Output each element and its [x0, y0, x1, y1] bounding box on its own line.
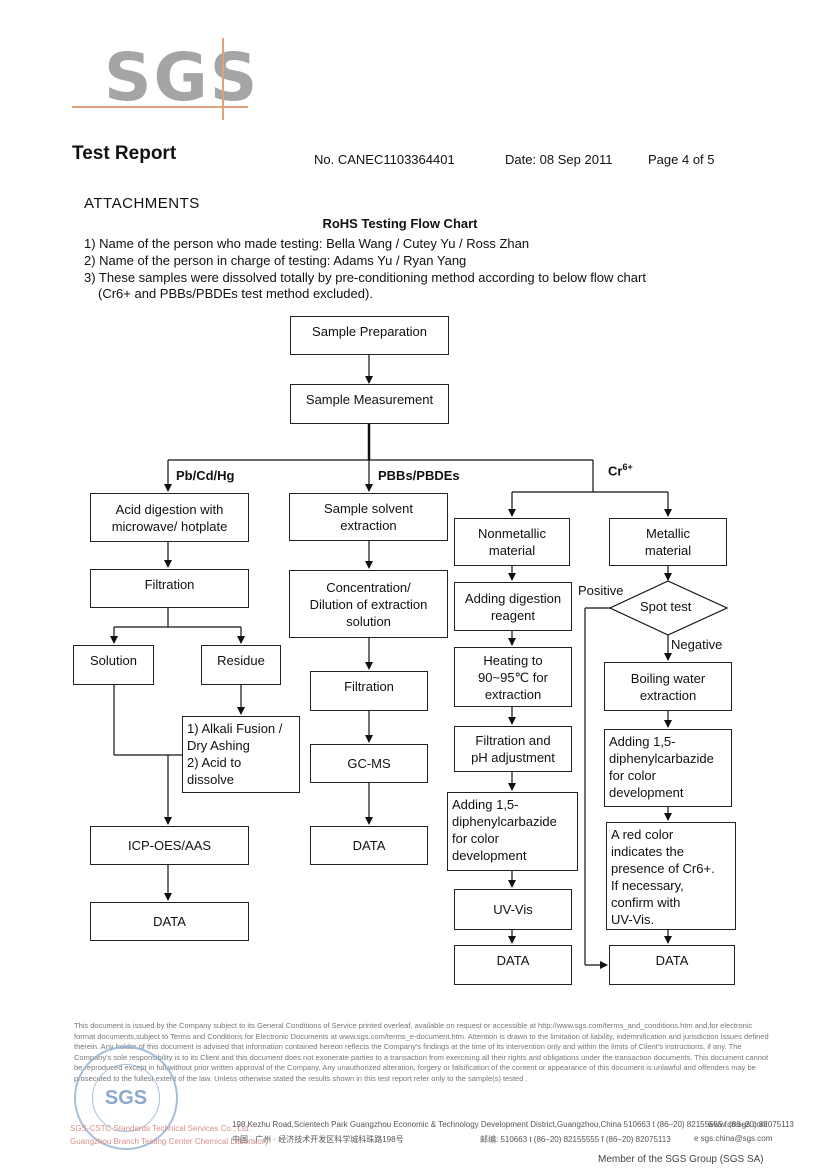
icp-oes-aas-box: ICP-OES/AAS — [90, 826, 249, 865]
residue-box: Residue — [201, 645, 281, 685]
branch-label-cr: Cr — [608, 463, 623, 479]
sample-preparation-box: Sample Preparation — [290, 316, 449, 355]
digestion-reagent-box: Adding digestion reagent — [454, 582, 572, 631]
positive-label: Positive — [578, 583, 624, 598]
concentration-dilution-box: Concentration/ Dilution of extraction so… — [289, 570, 448, 638]
nonmetallic-material-box: Nonmetallic material — [454, 518, 570, 566]
branch-label-chromium: Cr6+ — [608, 462, 633, 478]
report-date: Date: 08 Sep 2011 — [505, 152, 613, 167]
address-cn: 中国 · 广州 · 经济技术开发区科学城科珠路198号 — [232, 1135, 404, 1144]
note-2: 2) Name of the person in charge of testi… — [84, 253, 467, 268]
filtration-box-2: Filtration — [310, 671, 428, 711]
spot-test-label: Spot test — [640, 599, 692, 614]
data-box-4: DATA — [609, 945, 735, 985]
boiling-water-extraction-box: Boiling water extraction — [604, 662, 732, 711]
data-box-1: DATA — [90, 902, 249, 941]
report-title: Test Report — [72, 143, 177, 164]
logo-text: SGS — [104, 39, 260, 116]
solvent-extraction-box: Sample solvent extraction — [289, 493, 448, 541]
page-number: Page 4 of 5 — [648, 152, 715, 167]
company-name-en: SGS-CSTC Standards Technical Services Co… — [70, 1124, 251, 1133]
filtration-box-1: Filtration — [90, 569, 249, 608]
branch-label-cr-superscript: 6+ — [622, 462, 633, 472]
address-en: 198 Kezhu Road,Scientech Park Guangzhou … — [232, 1120, 794, 1129]
flow-chart-title: RoHS Testing Flow Chart — [322, 216, 478, 231]
diphenylcarbazide-box-1: Adding 1,5- diphenylcarbazide for color … — [447, 792, 578, 871]
email: e sgs.china@sgs.com — [694, 1134, 773, 1143]
logo-rule-horizontal — [72, 106, 248, 108]
sample-measurement-box: Sample Measurement — [290, 384, 449, 424]
flow-connectors — [110, 355, 729, 969]
heating-box: Heating to 90~95℃ for extraction — [454, 647, 572, 707]
negative-label: Negative — [671, 637, 723, 652]
branch-label-metals: Pb/Cd/Hg — [176, 468, 235, 483]
data-box-3: DATA — [454, 945, 572, 985]
note-3-continued: (Cr6+ and PBBs/PBDEs test method exclude… — [98, 286, 373, 301]
website: www.cn.sgs.com — [708, 1120, 768, 1129]
sgs-group-member: Member of the SGS Group (SGS SA) — [598, 1154, 764, 1165]
gc-ms-box: GC-MS — [310, 744, 428, 783]
solution-box: Solution — [73, 645, 154, 685]
report-number: No. CANEC1103364401 — [314, 152, 455, 167]
stamp-text: SGS — [104, 1086, 148, 1109]
diphenylcarbazide-box-2: Adding 1,5- diphenylcarbazide for color … — [604, 729, 732, 807]
acid-digestion-box: Acid digestion with microwave/ hotplate — [90, 493, 249, 542]
legal-disclaimer: This document is issued by the Company s… — [74, 1021, 769, 1083]
branch-label-pbb: PBBs/PBDEs — [378, 468, 460, 483]
red-color-indication-box: A red color indicates the presence of Cr… — [606, 822, 736, 930]
company-branch: Guangzhou Branch Testing Center Chemical… — [70, 1137, 269, 1146]
sgs-seal-stamp: SGS — [74, 1046, 178, 1150]
stamp-inner-ring: SGS — [92, 1064, 160, 1132]
attachments-heading: ATTACHMENTS — [84, 195, 200, 212]
data-box-2: DATA — [310, 826, 428, 865]
note-3: 3) These samples were dissolved totally … — [84, 270, 646, 285]
filtration-ph-box: Filtration and pH adjustment — [454, 726, 572, 772]
postcode-cn: 邮编: 510663 t (86–20) 82155555 f (86–20) … — [480, 1135, 671, 1144]
metallic-material-box: Metallic material — [609, 518, 727, 566]
logo-rule-vertical — [222, 38, 224, 120]
uv-vis-box: UV-Vis — [454, 889, 572, 930]
note-1: 1) Name of the person who made testing: … — [84, 236, 530, 251]
alkali-fusion-box: 1) Alkali Fusion / Dry Ashing 2) Acid to… — [182, 716, 300, 793]
sgs-logo: SGS — [72, 38, 257, 120]
